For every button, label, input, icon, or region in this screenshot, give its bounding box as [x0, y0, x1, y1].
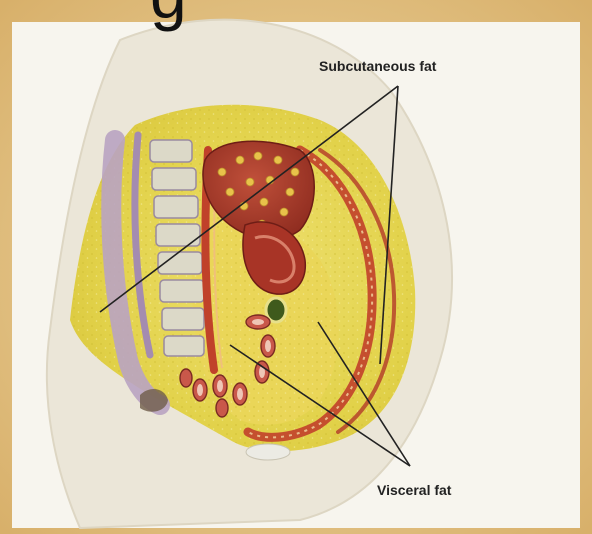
visceral-fat-label: Visceral fat: [377, 482, 451, 498]
vertebra: [160, 280, 204, 302]
vertebra: [164, 336, 204, 356]
vertebra: [156, 224, 200, 246]
navel-fold: [246, 444, 290, 460]
vertebra: [154, 196, 198, 218]
vertebra: [150, 140, 192, 162]
vertebra: [162, 308, 204, 330]
partial-heading: g: [150, 0, 188, 28]
vertebra: [152, 168, 196, 190]
subcutaneous-fat-label: Subcutaneous fat: [319, 58, 436, 74]
